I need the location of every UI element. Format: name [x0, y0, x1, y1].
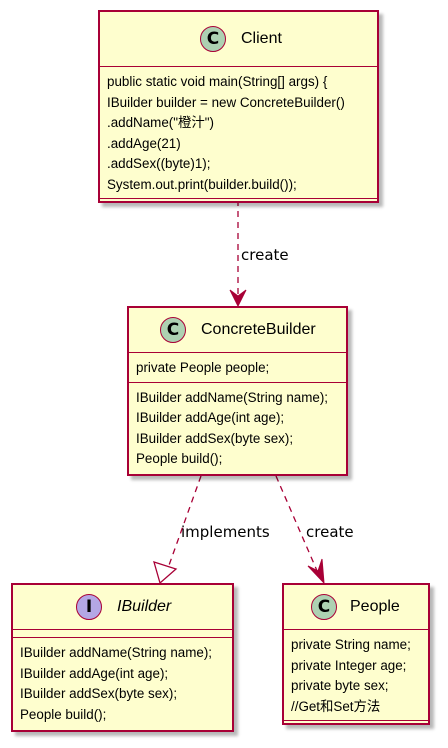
class-people-attributes: private String name; private Integer age…	[284, 629, 428, 720]
class-client: C Client public static void main(String[…	[98, 10, 379, 203]
interface-ibuilder-methods: IBuilder addName(String name); IBuilder …	[13, 637, 232, 728]
method-line: IBuilder addAge(int age);	[136, 410, 285, 425]
interface-ibuilder-header: I IBuilder	[13, 585, 232, 629]
class-concrete-builder: C ConcreteBuilder private People people;…	[127, 306, 348, 476]
class-client-methods	[100, 198, 377, 206]
class-badge-icon: C	[311, 594, 337, 620]
class-client-attributes: public static void main(String[] args) {…	[100, 66, 377, 198]
attribute-line: private People people;	[136, 360, 270, 375]
attribute-line: private byte sex;	[291, 678, 389, 693]
class-people: C People private String name; private In…	[282, 583, 430, 725]
edge-label-builder-create: create	[306, 523, 354, 541]
attribute-line: public static void main(String[] args) {	[107, 74, 328, 89]
method-line: People build();	[20, 706, 107, 722]
attribute-line: //Get和Set方法	[291, 698, 381, 714]
method-line: IBuilder addName(String name);	[20, 645, 213, 660]
arrowhead-create-builder	[229, 289, 247, 308]
arrowhead-implements	[153, 561, 178, 585]
attribute-line: System.out.print(builder.build());	[107, 176, 297, 192]
edge-builder-create-people	[275, 475, 319, 574]
class-people-header: C People	[284, 585, 428, 629]
method-line: People build();	[136, 451, 223, 466]
class-people-methods	[284, 720, 428, 728]
method-line: IBuilder addName(String name);	[136, 389, 329, 405]
class-concrete-builder-methods: IBuilder addName(String name); IBuilder …	[129, 381, 346, 473]
arrowhead-create-people	[307, 558, 325, 585]
attribute-line: .addSex((byte)1);	[107, 156, 211, 171]
edge-label-client-create: create	[241, 246, 289, 264]
interface-ibuilder: I IBuilder IBuilder addName(String name)…	[11, 583, 234, 732]
interface-ibuilder-name: IBuilder	[117, 598, 172, 615]
class-client-header: C Client	[100, 12, 377, 66]
class-people-name: People	[350, 598, 400, 615]
class-client-name: Client	[241, 30, 282, 47]
edge-label-implements: implements	[181, 523, 270, 541]
method-line: IBuilder addAge(int age);	[20, 665, 169, 681]
attribute-line: .addName("橙汁")	[107, 115, 214, 130]
class-concrete-builder-name: ConcreteBuilder	[201, 321, 316, 338]
edge-builder-implements-ibuilder	[167, 475, 202, 569]
class-concrete-builder-attributes: private People people;	[129, 352, 346, 382]
interface-badge-icon: I	[76, 594, 102, 620]
attribute-line: private String name;	[291, 637, 411, 652]
interface-ibuilder-attributes	[13, 629, 232, 637]
class-concrete-builder-header: C ConcreteBuilder	[129, 308, 346, 352]
method-line: IBuilder addSex(byte sex);	[136, 430, 294, 446]
attribute-line: .addAge(21)	[107, 135, 181, 151]
class-badge-icon: C	[160, 317, 186, 343]
attribute-line: private Integer age;	[291, 657, 407, 673]
class-badge-icon: C	[200, 26, 226, 52]
attribute-line: IBuilder builder = new ConcreteBuilder()	[107, 94, 345, 110]
method-line: IBuilder addSex(byte sex);	[20, 686, 178, 701]
